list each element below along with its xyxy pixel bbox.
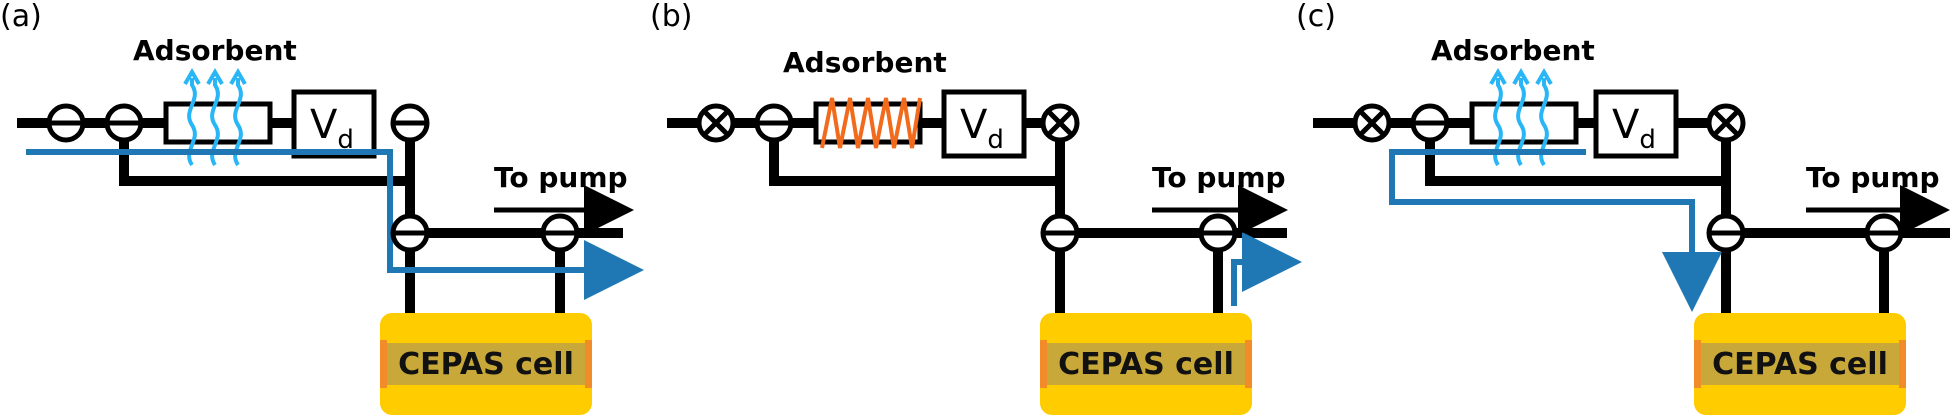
cell-label: CEPAS cell [1712, 347, 1888, 382]
heater-coil-icon [820, 97, 922, 149]
flow-path-arrow [1231, 232, 1302, 306]
adsorbent-label: Adsorbent [133, 34, 297, 67]
pump-label: To pump [1152, 161, 1286, 194]
cell-label: CEPAS cell [398, 347, 574, 382]
valve-closed-icon [1040, 103, 1080, 143]
valve-closed-icon [1706, 103, 1746, 143]
vd-label: Vd [960, 102, 1004, 155]
adsorbent-label: Adsorbent [783, 46, 947, 79]
flow-path-arrow [26, 149, 644, 300]
pump-label: To pump [1806, 161, 1940, 194]
valves [696, 103, 1238, 253]
vd-volume-box [291, 89, 377, 159]
vd-volume-box [1593, 89, 1679, 159]
cepas-cell: CEPAS cell [380, 313, 592, 415]
vd-label: Vd [1612, 102, 1656, 155]
panel-b: (b) Adsorbent Vd [650, 0, 1302, 415]
valves [46, 103, 580, 253]
panel-label: (a) [0, 0, 42, 34]
valve-closed-icon [696, 103, 736, 143]
vd-volume-box [941, 89, 1027, 159]
flow-path-arrow [1389, 149, 1722, 312]
valves [1352, 103, 1904, 253]
panel-label: (c) [1296, 0, 1336, 34]
panel-label: (b) [650, 0, 692, 34]
vd-label: Vd [310, 102, 354, 155]
adsorbent-label: Adsorbent [1431, 34, 1595, 67]
cell-label: CEPAS cell [1058, 347, 1234, 382]
panel-a: (a) Adsorbent Vd [0, 0, 644, 415]
adsorbent-box [1469, 101, 1579, 145]
valve-closed-icon [1352, 103, 1392, 143]
panel-c: (c) Adsorbent Vd [1296, 0, 1950, 415]
pump-label: To pump [494, 161, 628, 194]
cepas-cell: CEPAS cell [1694, 313, 1906, 415]
cepas-cell: CEPAS cell [1040, 313, 1252, 415]
